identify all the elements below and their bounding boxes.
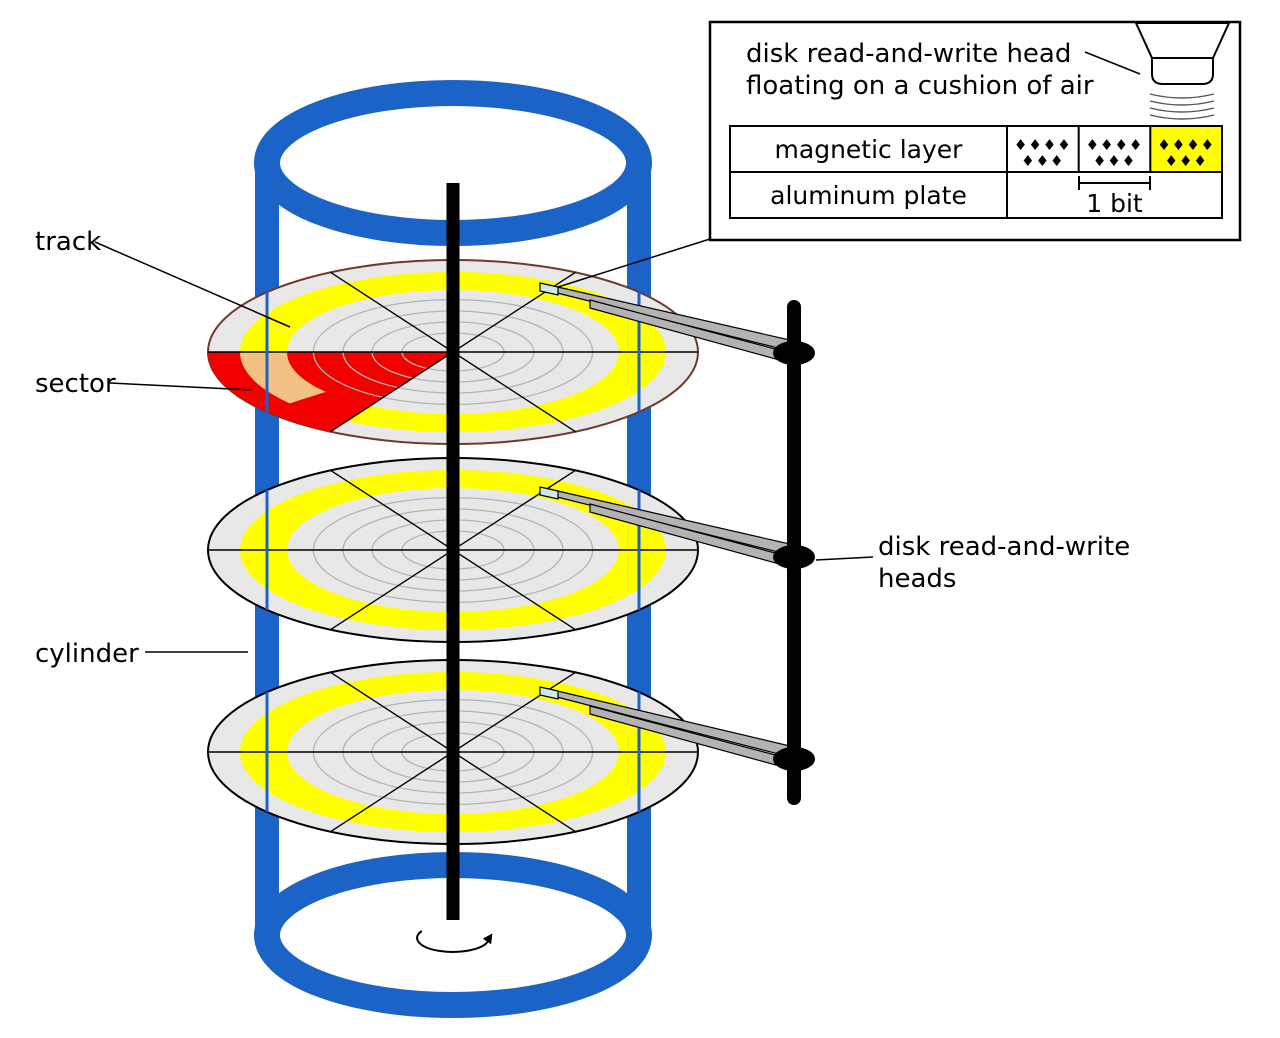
one-bit-label: 1 bit (1086, 189, 1143, 218)
rotation-arrowhead (482, 933, 493, 945)
label-heads-line2: heads (878, 564, 956, 594)
magnetic-bits-icon: ♦♦♦ (1165, 152, 1208, 170)
air-cushion-arc (1149, 114, 1215, 120)
magnetic-bits-icon: ♦♦♦♦ (1086, 136, 1144, 154)
label-cylinder: cylinder (35, 639, 139, 669)
arm-pivot-2 (773, 545, 815, 569)
magnetic-bits-icon: ♦♦♦ (1093, 152, 1136, 170)
leader-sector (109, 382, 253, 391)
magnetic-bits-icon: ♦♦♦ (1021, 152, 1064, 170)
spindle (446, 183, 460, 920)
magnetic-bits-icon: ♦♦♦♦ (1014, 136, 1072, 154)
air-cushion-arc (1149, 107, 1215, 113)
leader-inset-to-head (557, 238, 711, 288)
actuator-assembly (539, 282, 815, 805)
arm-pivot-3 (773, 747, 815, 771)
rw-head-2 (539, 486, 559, 500)
label-heads-line1: disk read-and-write (878, 532, 1130, 562)
inset-caption-line1: disk read-and-write head (746, 39, 1071, 69)
inset-table: magnetic layer aluminum plate ♦♦♦♦ ♦♦♦ ♦… (729, 125, 1223, 219)
label-track: track (35, 227, 101, 257)
magnetic-bits-icon: ♦♦♦♦ (1157, 136, 1215, 154)
inset-caption-line2: floating on a cushion of air (746, 71, 1094, 101)
rw-head-1 (539, 282, 559, 296)
spindle-rotation-arrow (416, 930, 493, 953)
air-cushion-arc (1149, 93, 1215, 99)
air-cushion-arc (1149, 100, 1215, 106)
inset-detail: disk read-and-write head floating on a c… (708, 20, 1242, 242)
inset-head-top (1134, 22, 1231, 59)
track-sector-highlight (240, 352, 326, 404)
leader-track (94, 241, 291, 328)
rw-head-3 (539, 686, 559, 700)
highlighted-bit-cell (1150, 126, 1222, 172)
label-sector: sector (35, 369, 116, 399)
inset-head-slider (1151, 57, 1214, 85)
aluminum-plate-label: aluminum plate (770, 181, 967, 210)
arm-pivot-1 (773, 341, 815, 365)
magnetic-layer-label: magnetic layer (775, 135, 964, 164)
leader-inset-caption (1084, 51, 1141, 75)
leader-heads (815, 556, 874, 561)
